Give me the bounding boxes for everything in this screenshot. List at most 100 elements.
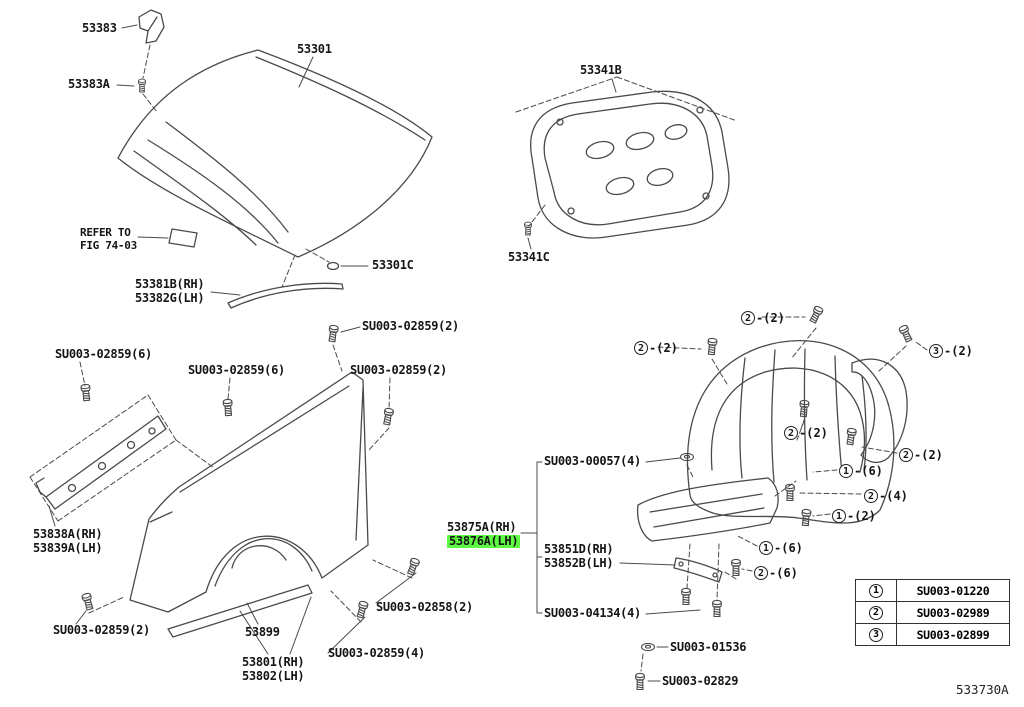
fastener-label-su003-02859-2-bottom: SU003-02859(2) [53, 623, 150, 637]
part-label-53802: 53802(LH) [242, 669, 305, 683]
fastener-label-su003-00057-4: SU003-00057(4) [544, 454, 641, 468]
fender-panel [129, 371, 369, 613]
fastener-label-su003-04134-4: SU003-04134(4) [544, 606, 641, 620]
fastener-label-su003-02859-6-mid: SU003-02859(6) [188, 363, 285, 377]
circled-number: 1 [839, 464, 853, 478]
screw-icon [405, 556, 421, 577]
screw-icon [808, 304, 825, 325]
circled-number: 2 [784, 426, 798, 440]
callout-2-qty2-a: 2-(2) [741, 311, 785, 325]
part-label-53301c: 53301C [372, 258, 414, 272]
circled-number: 2 [864, 489, 878, 503]
legend-part-number: SU003-02899 [916, 627, 990, 642]
callout-2-qty2-d: 2-(2) [899, 448, 943, 462]
hood-panel [117, 49, 433, 258]
hood-bracket [138, 9, 165, 44]
circled-number: 3 [929, 344, 943, 358]
screw-icon [381, 407, 395, 426]
circled-number: 1 [759, 541, 773, 555]
part-label-53301: 53301 [297, 42, 332, 56]
screw-icon [731, 558, 741, 577]
screw-icon [80, 383, 92, 402]
callout-2-qty4: 2-(4) [864, 489, 908, 503]
screw-icon [800, 508, 812, 527]
circled-number: 2 [869, 605, 883, 620]
part-label-53801: 53801(RH) [242, 655, 305, 669]
refer-note-line1: REFER TO [80, 226, 131, 239]
screw-icon [327, 324, 340, 343]
clip-nut-icon [640, 642, 656, 652]
part-label-53382g: 53382G(LH) [135, 291, 205, 305]
fastener-label-su003-02859-4: SU003-02859(4) [328, 646, 425, 660]
circled-number: 2 [741, 311, 755, 325]
screw-icon [681, 587, 691, 606]
refer-note-line2: FIG 74-03 [80, 239, 137, 252]
hood-clip [326, 261, 340, 271]
dashed-lines [29, 44, 928, 672]
legend-row: 1 SU003-01220 [856, 580, 1009, 602]
circled-number: 2 [754, 566, 768, 580]
liner-side-flap [851, 358, 908, 464]
fastener-label-su003-01536: SU003-01536 [670, 640, 747, 654]
screw-icon [706, 337, 718, 356]
screw-icon [355, 599, 370, 620]
part-label-53876a-highlighted[interactable]: 53876A(LH) [447, 534, 521, 548]
liner-bracket [673, 557, 723, 583]
fastener-label-su003-02859-2-top: SU003-02859(2) [362, 319, 459, 333]
lower-deflector [636, 477, 779, 542]
figure-code: 533730A [956, 682, 1009, 697]
part-label-53839a: 53839A(LH) [33, 541, 103, 555]
screw-icon [80, 591, 95, 612]
part-label-53383: 53383 [82, 21, 117, 35]
refer-tag [168, 228, 198, 248]
screw-icon [897, 323, 914, 344]
callout-count: -(6) [774, 541, 803, 555]
screw-icon [845, 427, 858, 446]
circled-number: 3 [869, 627, 883, 642]
callout-count: -(2) [914, 448, 943, 462]
part-label-53875a: 53875A(RH) [447, 520, 517, 534]
fastener-label-su003-02829: SU003-02829 [662, 674, 739, 688]
fastener-label-su003-02858-2: SU003-02858(2) [376, 600, 473, 614]
callout-1-qty6-b: 1-(6) [759, 541, 803, 555]
circled-number: 2 [634, 341, 648, 355]
leader-lines [48, 24, 701, 682]
callout-2-qty6: 2-(6) [754, 566, 798, 580]
legend-row: 2 SU003-02989 [856, 602, 1009, 624]
callout-2-qty2-b: 2-(2) [634, 341, 678, 355]
fasteners [80, 78, 914, 691]
callout-count: -(2) [799, 426, 828, 440]
hood-seal [227, 282, 344, 309]
screw-icon [635, 672, 645, 691]
screw-icon [138, 78, 146, 93]
callout-count: -(2) [847, 509, 876, 523]
callout-count: -(4) [879, 489, 908, 503]
part-label-53383a: 53383A [68, 77, 110, 91]
circled-number: 1 [869, 583, 883, 598]
callout-3-qty2: 3-(2) [929, 344, 973, 358]
apron-rail [35, 415, 167, 510]
hood-insulator [530, 90, 730, 239]
fastener-legend-table: 1 SU003-01220 2 SU003-02989 3 SU003-0289… [855, 579, 1010, 646]
callout-count: -(2) [944, 344, 973, 358]
legend-row: 3 SU003-02899 [856, 624, 1009, 645]
fastener-label-su003-02859-2-right: SU003-02859(2) [350, 363, 447, 377]
part-label-53899: 53899 [245, 625, 280, 639]
screw-icon [785, 483, 795, 502]
callout-count: -(6) [854, 464, 883, 478]
part-label-53852b: 53852B(LH) [544, 556, 614, 570]
circled-number: 1 [832, 509, 846, 523]
part-label-53341c: 53341C [508, 250, 550, 264]
callout-1-qty6-a: 1-(6) [839, 464, 883, 478]
part-label-53851d: 53851D(RH) [544, 542, 614, 556]
part-label-53341b: 53341B [580, 63, 622, 77]
callout-count: -(6) [769, 566, 798, 580]
callout-1-qty2: 1-(2) [832, 509, 876, 523]
legend-part-number: SU003-01220 [916, 583, 990, 598]
part-label-53838a: 53838A(RH) [33, 527, 103, 541]
screw-icon [712, 599, 722, 618]
fender-liner [686, 340, 895, 524]
protector-strip [167, 584, 313, 638]
